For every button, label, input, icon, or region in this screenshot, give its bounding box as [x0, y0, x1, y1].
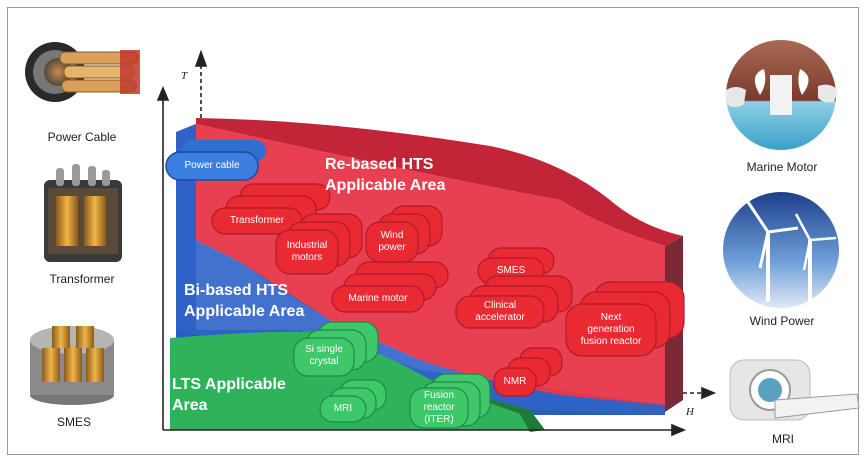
pill-transformer — [211, 183, 331, 235]
marine-motor-label: Marine Motor — [746, 160, 818, 174]
power-cable-label: Power Cable — [47, 130, 117, 144]
pill-fusion-next — [565, 281, 685, 357]
pill-marine-motor — [331, 261, 449, 313]
pill-industrial-motors — [275, 213, 363, 275]
power-cable-app-label: Power cable — [184, 160, 240, 171]
mri-image — [729, 359, 860, 421]
smes-label: SMES — [56, 415, 91, 429]
pill-power-cable — [165, 140, 266, 181]
mri-app-label: MRI — [333, 403, 353, 414]
pill-wind-power — [365, 205, 443, 263]
smes-app-label: SMES — [496, 265, 526, 276]
pill-clinical-accelerator — [455, 275, 573, 329]
axes — [156, 49, 717, 437]
nmr-app-label: NMR — [503, 376, 527, 387]
lts-area-title: LTS Applicable Area — [172, 376, 286, 414]
bi-area-title: Bi-based HTS Applicable Area — [184, 282, 305, 320]
pill-mri — [319, 379, 387, 423]
pill-fusion-iter — [409, 373, 491, 429]
transformer-label: Transformer — [49, 272, 115, 286]
pill-si-crystal — [293, 321, 379, 377]
pill-nmr — [493, 347, 563, 397]
wind-power-image — [723, 192, 839, 308]
h-axis-label: H — [686, 406, 694, 418]
power-cable-image — [25, 42, 140, 102]
smes-image — [30, 326, 114, 405]
transformer-app-label: Transformer — [229, 215, 285, 226]
t-axis-label: T — [181, 70, 188, 82]
re-area-title: Re-based HTS Applicable Area — [325, 156, 446, 194]
wind-power-label: Wind Power — [749, 314, 815, 328]
transformer-image — [44, 164, 122, 262]
mri-label: MRI — [772, 432, 794, 446]
marine-motor-app-label: Marine motor — [348, 293, 408, 304]
marine-motor-image — [726, 40, 838, 150]
